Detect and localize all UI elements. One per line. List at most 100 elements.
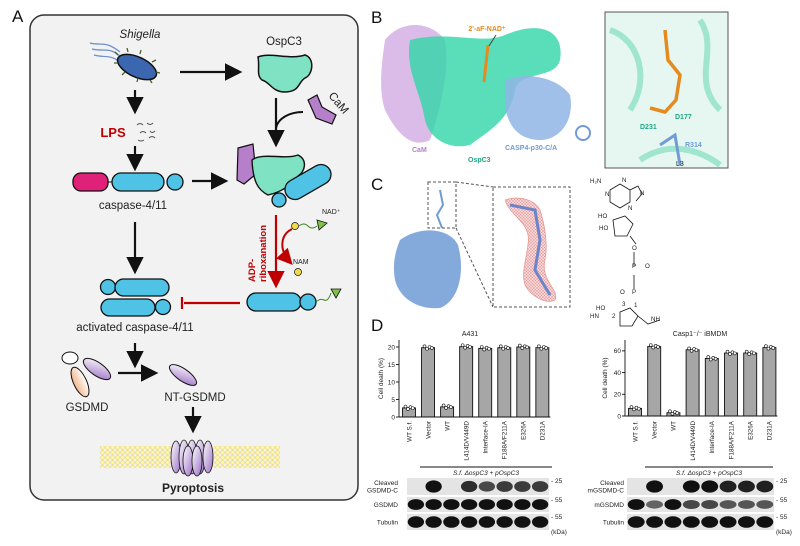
x-tick-label: Interface-IA <box>709 420 716 453</box>
x-tick-label: WT S.f. <box>406 421 413 442</box>
blot-band <box>531 481 549 492</box>
ospc3-structure-label: OspC3 <box>468 157 491 164</box>
blot-band <box>425 480 442 493</box>
chem-n1: N <box>622 177 626 184</box>
ospc3-label: OspC3 <box>266 36 302 48</box>
blot-band <box>460 516 478 528</box>
data-point <box>713 357 718 361</box>
blot-row-label: mGSDMD <box>594 502 624 509</box>
cam-binding-arrow <box>275 111 304 129</box>
data-point <box>668 409 672 414</box>
data-point <box>636 406 641 411</box>
chem-c1: 1 <box>634 302 638 309</box>
r314-label: R314 <box>685 142 702 149</box>
mw-marker: - 55 <box>776 514 788 521</box>
bar <box>421 347 435 418</box>
bar <box>704 358 719 417</box>
chem-c2: 2 <box>612 313 616 320</box>
blot-band <box>701 480 719 493</box>
data-point <box>537 344 541 349</box>
x-tick-label: WT <box>671 421 678 431</box>
panel-b-letter: B <box>371 8 382 27</box>
x-tick-label: L414D/V449D <box>690 421 697 461</box>
data-point <box>747 352 752 356</box>
mw-marker: - 55 <box>551 497 563 504</box>
data-point <box>764 344 768 349</box>
bar <box>516 346 531 418</box>
data-point <box>670 411 675 416</box>
chart-title: Casp1⁻/⁻ iBMDM <box>673 331 728 338</box>
chem-n2: N <box>605 191 609 198</box>
data-point <box>544 346 548 350</box>
chem-n4: N <box>628 205 632 212</box>
electron-density-icon <box>504 197 557 302</box>
modified-caspase-icon <box>246 288 342 312</box>
x-tick-label: Interface-IA <box>483 420 490 453</box>
ligand-stick-icon <box>435 189 445 229</box>
blot-row-label: Cleaved <box>600 480 624 487</box>
zoom-box <box>427 181 457 229</box>
blot-strip <box>407 514 549 530</box>
y-tick-label: 5 <box>391 397 395 404</box>
data-point <box>525 345 529 350</box>
mw-unit: (kDa) <box>551 529 567 536</box>
data-point <box>410 406 415 411</box>
data-point <box>498 344 503 349</box>
data-point <box>708 357 713 362</box>
chem-ho1: HO <box>598 213 607 220</box>
chem-nh: NH <box>651 316 660 323</box>
x-tick-label: WT <box>444 421 451 431</box>
blot-band <box>737 516 755 528</box>
ospc3-protein-icon <box>257 54 313 93</box>
data-point <box>487 346 491 351</box>
data-point <box>468 345 472 349</box>
ligand-label: 2'-aF-NAD⁺ <box>468 26 506 33</box>
blot-band <box>664 516 682 528</box>
y-tick-label: 60 <box>614 348 622 355</box>
data-point <box>520 346 525 350</box>
blot-band <box>682 499 700 510</box>
chem-p2: P <box>632 289 636 296</box>
blot-band <box>478 516 496 528</box>
lps-label: LPS <box>100 125 126 140</box>
bar <box>685 349 700 417</box>
blot-band <box>664 499 682 510</box>
blot-band <box>756 516 774 528</box>
chem-o3: O <box>620 289 625 296</box>
chem-ho2: HO <box>599 225 608 232</box>
adp-label-line1: ADP- <box>247 259 258 282</box>
active-site-inset <box>604 11 729 169</box>
blot-strip <box>627 514 774 530</box>
x-tick-label: F188A/F211A <box>502 420 509 459</box>
blot-band <box>737 480 755 493</box>
panel-b: B 2'-aF-NAD⁺ CaM OspC3 CASP4-p30-C/A D23… <box>371 8 729 169</box>
data-point <box>460 343 465 348</box>
blot-row-label: Tubulin <box>377 519 398 526</box>
data-point <box>422 344 427 349</box>
blot-row-label: Tubulin <box>603 519 624 526</box>
nam-molecule-icon <box>294 268 302 276</box>
data-point <box>766 346 771 351</box>
blot-band <box>646 500 664 509</box>
blot-band <box>425 499 442 510</box>
y-tick-label: 10 <box>388 379 396 386</box>
mw-marker: - 25 <box>776 478 788 485</box>
x-tick-label: E326A <box>521 420 528 440</box>
nam-label: NAM <box>293 259 309 266</box>
data-point <box>506 346 510 350</box>
caspase-structure-image <box>393 230 461 309</box>
blot-band <box>407 516 425 528</box>
blot-band <box>701 499 719 510</box>
blot-band <box>627 499 645 510</box>
data-point <box>479 345 484 349</box>
panel-c: C H₂N N N N N HO HO O P O P O HO 2 3 1 H… <box>371 175 661 327</box>
blot-strip <box>407 478 549 495</box>
group-label: S.f. ΔospC3 + pOspC3 <box>453 470 519 477</box>
blot-band <box>756 500 774 509</box>
blot-band <box>737 500 755 509</box>
chem-h2n: H₂N <box>590 178 601 185</box>
panel-c-letter: C <box>371 175 383 194</box>
data-point <box>463 345 467 350</box>
bar <box>724 352 738 417</box>
